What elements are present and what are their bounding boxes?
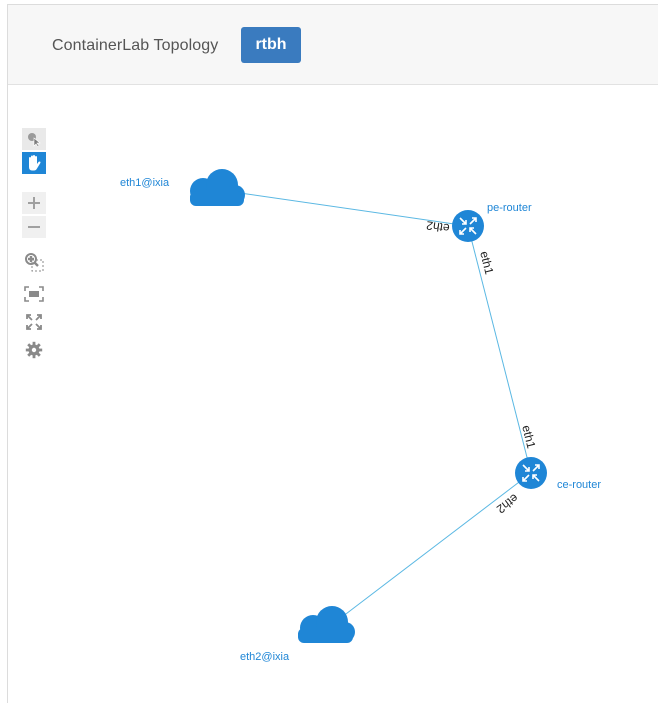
node-eth2-ixia[interactable]: eth2@ixia bbox=[240, 606, 355, 663]
zoom-in-button[interactable] bbox=[22, 192, 46, 214]
header-bar: ContainerLab Topology rtbh bbox=[8, 5, 658, 85]
select-pointer-icon bbox=[28, 133, 41, 147]
fit-view-button[interactable] bbox=[22, 283, 46, 305]
interface-label-pe-eth2: eth2 bbox=[425, 218, 450, 235]
plus-icon bbox=[28, 197, 40, 209]
interface-label-ce-eth1: eth1 bbox=[519, 424, 538, 450]
lab-name-button[interactable]: rtbh bbox=[241, 27, 301, 63]
pan-tool-button[interactable] bbox=[22, 152, 46, 174]
interface-label-ce-eth2: eth2 bbox=[494, 491, 521, 516]
gear-icon bbox=[25, 341, 43, 359]
topology-viewer: ContainerLab Topology rtbh bbox=[7, 4, 658, 703]
router-icon bbox=[515, 457, 547, 489]
hand-icon bbox=[29, 155, 41, 171]
page-title: ContainerLab Topology bbox=[52, 37, 219, 54]
interface-label-pe-eth1: eth1 bbox=[477, 250, 496, 276]
zoom-selection-button[interactable] bbox=[22, 251, 46, 273]
zoom-out-button[interactable] bbox=[22, 216, 46, 238]
node-label: pe-router bbox=[487, 202, 532, 214]
router-icon bbox=[452, 210, 484, 242]
select-tool-button[interactable] bbox=[22, 128, 46, 150]
link-pe-ce[interactable] bbox=[467, 225, 532, 474]
fit-view-icon bbox=[24, 286, 44, 302]
settings-button[interactable] bbox=[22, 339, 46, 361]
fullscreen-button[interactable] bbox=[22, 311, 46, 333]
expand-arrows-icon bbox=[26, 314, 42, 330]
zoom-selection-icon bbox=[25, 253, 44, 272]
node-pe-router[interactable]: pe-router bbox=[452, 202, 532, 242]
minus-icon bbox=[28, 226, 40, 228]
node-label: eth1@ixia bbox=[120, 177, 170, 189]
link-ixia1-pe[interactable] bbox=[239, 192, 469, 227]
node-label: eth2@ixia bbox=[240, 651, 290, 663]
node-label: ce-router bbox=[557, 479, 601, 491]
cloud-icon bbox=[298, 606, 355, 643]
node-eth1-ixia[interactable]: eth1@ixia bbox=[120, 169, 245, 206]
node-ce-router[interactable]: ce-router bbox=[515, 457, 601, 491]
cloud-icon bbox=[190, 169, 245, 206]
link-ce-ixia2[interactable] bbox=[337, 472, 532, 621]
